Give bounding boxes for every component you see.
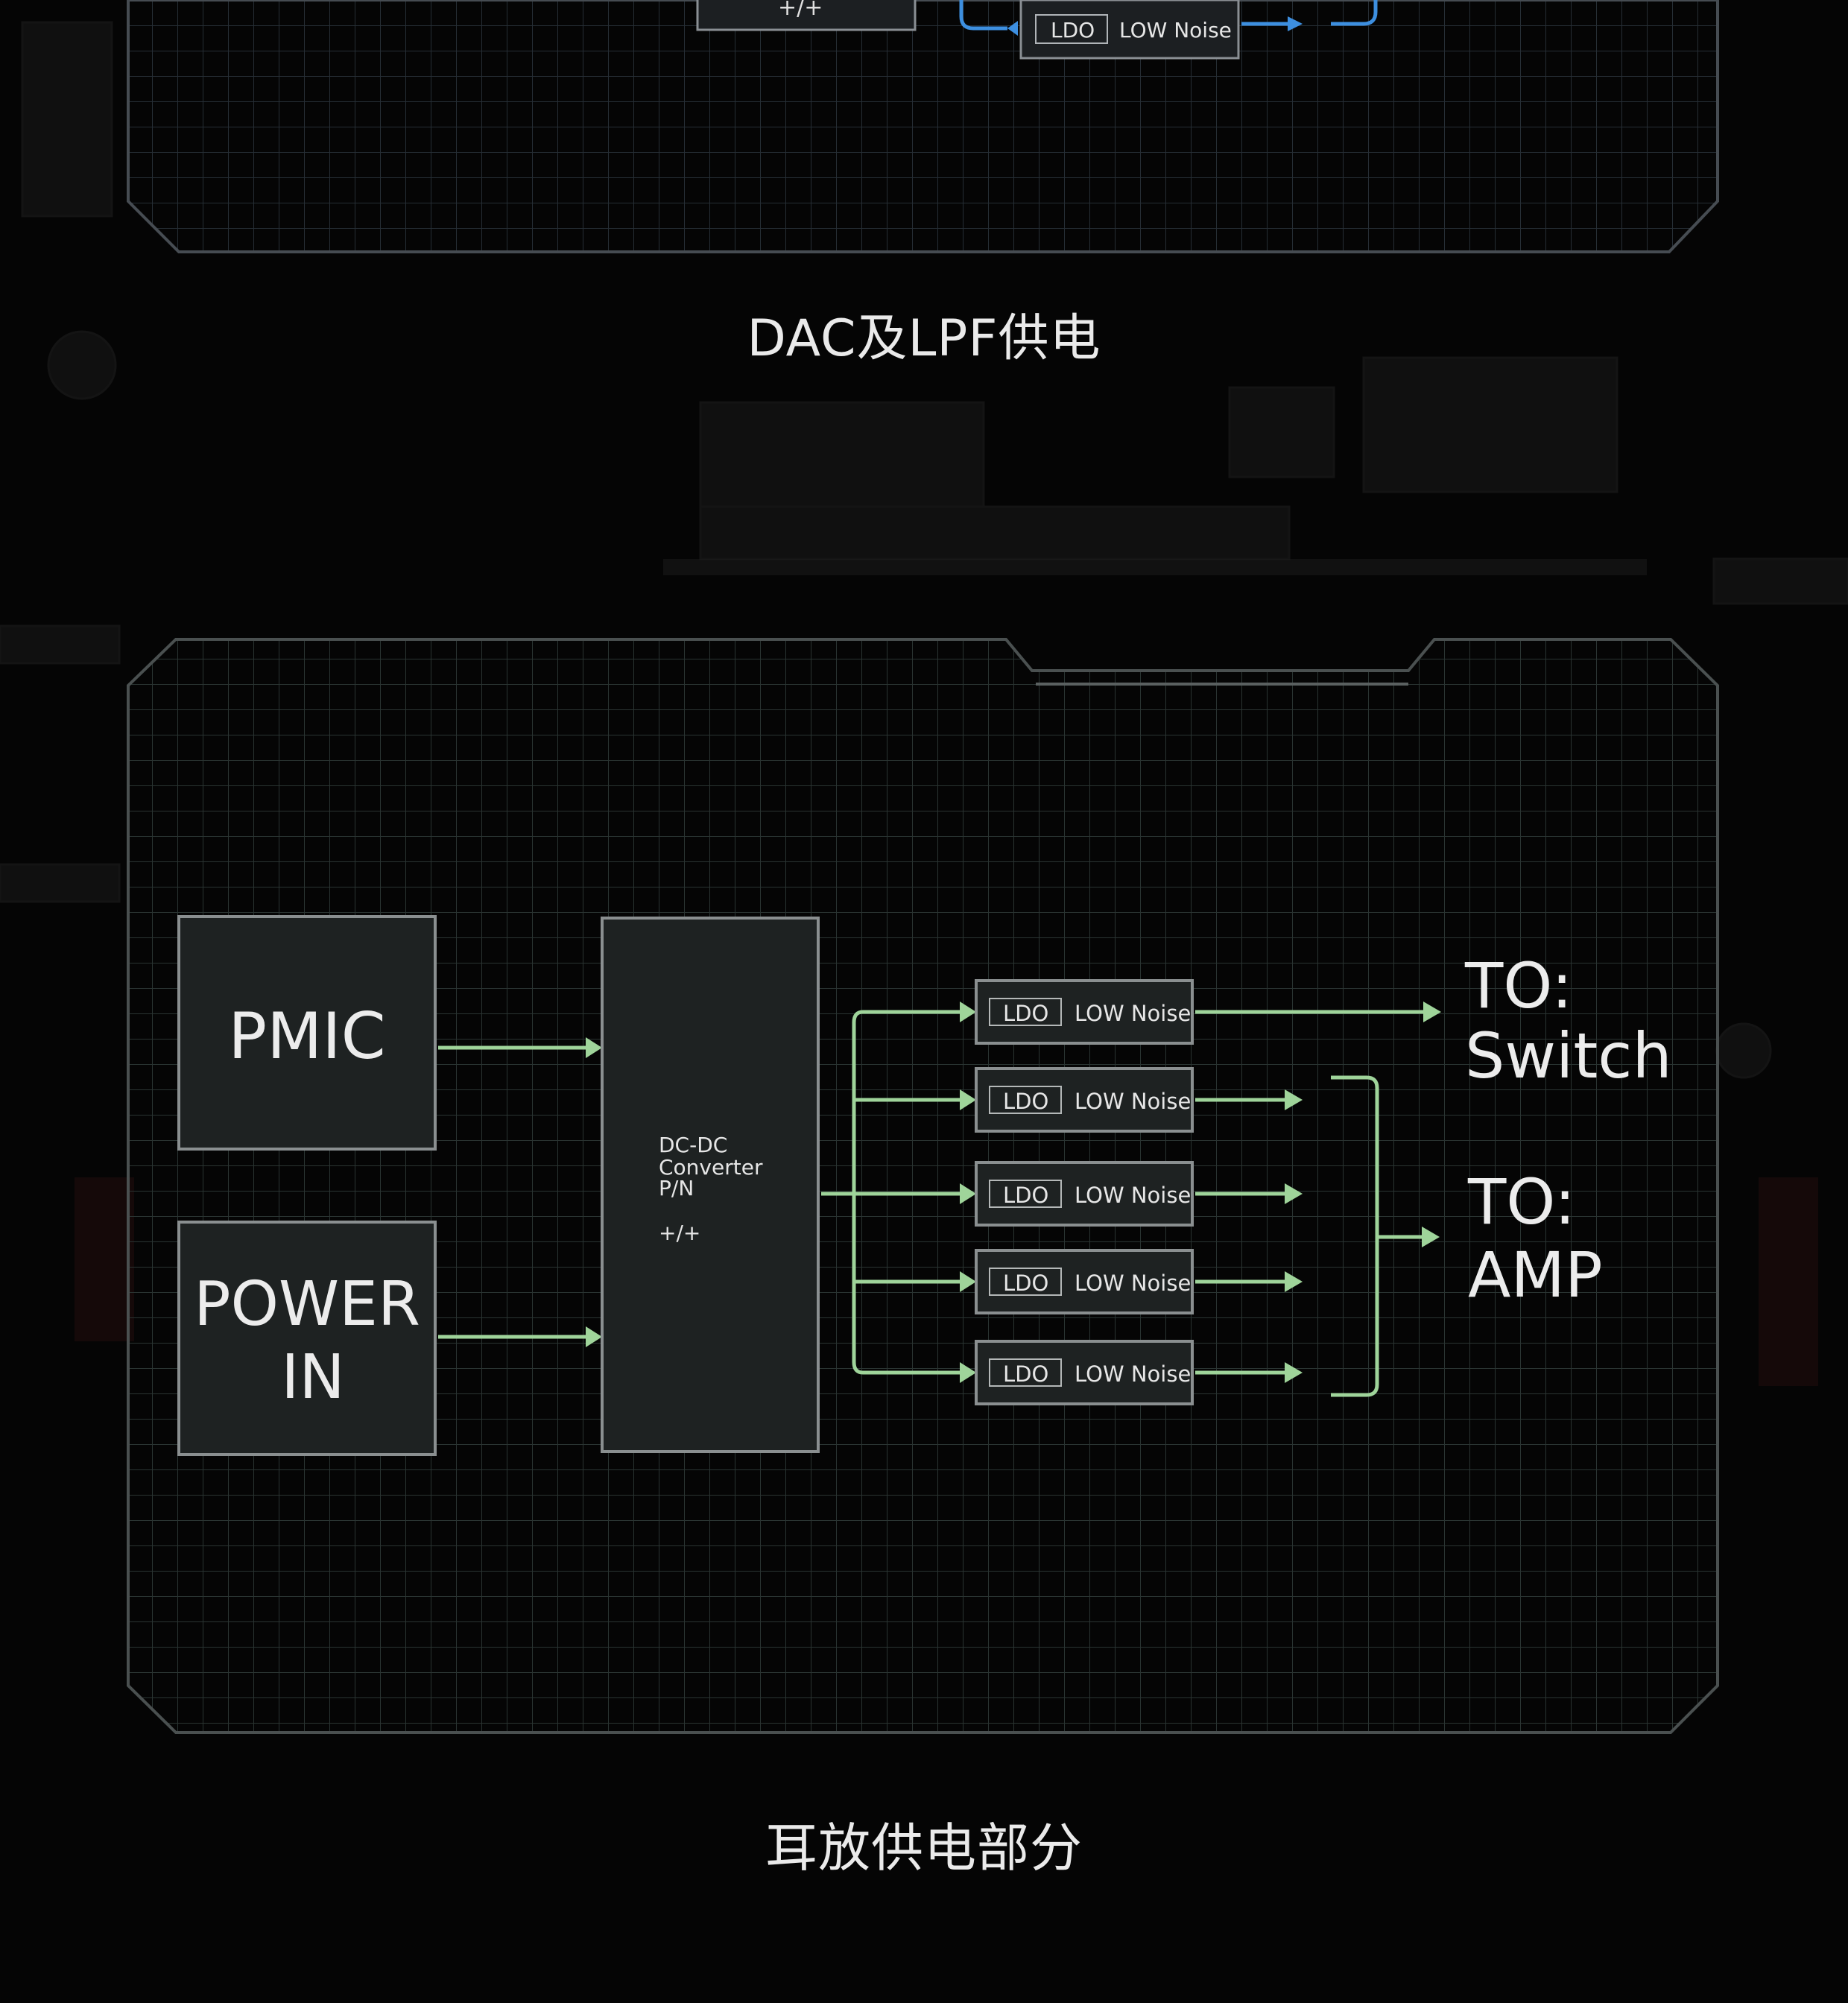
ldo-label: LOW Noise bbox=[1075, 1089, 1191, 1114]
ldo-output-arrow-head bbox=[1285, 1362, 1303, 1383]
top-converter-block bbox=[696, 0, 917, 31]
converter-line1: DC-DC bbox=[659, 1133, 727, 1157]
ldo-tag-box bbox=[989, 998, 1062, 1026]
pmic-label: PMIC bbox=[228, 999, 385, 1074]
caption-dac-lpf: DAC及LPF供电 bbox=[747, 309, 1101, 368]
ldo-label: LOW Noise bbox=[1075, 1001, 1191, 1026]
ldo-input-arrow-head bbox=[960, 1002, 976, 1022]
to-amp-line2: AMP bbox=[1468, 1238, 1603, 1311]
to-switch-line2: Switch bbox=[1465, 1019, 1672, 1092]
main-panel-frame bbox=[127, 638, 1719, 1734]
ldo-tag-box bbox=[989, 1180, 1062, 1208]
ldo-input-arrow-head bbox=[960, 1183, 976, 1204]
ldo-label: LOW Noise bbox=[1075, 1361, 1191, 1387]
top-panel-frame bbox=[127, 0, 1719, 253]
to-switch-line1: TO: bbox=[1464, 949, 1572, 1022]
pmic-block bbox=[177, 915, 437, 1151]
top-ldo-label: LOW Noise bbox=[1119, 18, 1232, 42]
top-ldo-tag-box bbox=[1035, 14, 1108, 44]
ldo-label: LOW Noise bbox=[1075, 1271, 1191, 1296]
ldo-input-arrow-head bbox=[960, 1089, 976, 1110]
power-in-label-line2: IN bbox=[281, 1342, 345, 1413]
top-left-bracket bbox=[959, 0, 1007, 31]
input-arrows bbox=[438, 1045, 587, 1339]
ldo-tag: LDO bbox=[1003, 1001, 1048, 1026]
ldo-block bbox=[975, 979, 1194, 1045]
pmic-arrow-head bbox=[586, 1037, 602, 1058]
ldo-tag-box bbox=[989, 1358, 1062, 1387]
top-converter-pn-text: +/+ bbox=[778, 0, 823, 21]
ldo-output-arrow-head bbox=[1285, 1089, 1303, 1110]
converter-line3: P/N bbox=[659, 1176, 694, 1200]
ldo-tag: LDO bbox=[1003, 1089, 1048, 1114]
ldo-tag-box bbox=[989, 1086, 1062, 1114]
ldo-tag: LDO bbox=[1003, 1271, 1048, 1296]
ldo-output-arrow-head bbox=[1285, 1183, 1303, 1204]
power-in-label-line1: POWER bbox=[194, 1269, 420, 1340]
ldo-tag: LDO bbox=[1003, 1361, 1048, 1387]
ldo-block bbox=[975, 1161, 1194, 1227]
converter-line4: +/+ bbox=[659, 1221, 700, 1245]
top-right-bracket bbox=[1331, 0, 1378, 26]
ldo-tag-box bbox=[989, 1268, 1062, 1296]
ldo-block bbox=[975, 1340, 1194, 1405]
to-amp-line1: TO: bbox=[1467, 1165, 1575, 1238]
top-arrow-in bbox=[1007, 21, 1018, 36]
caption-headphone-amp-power: 耳放供电部分 bbox=[765, 1817, 1083, 1879]
ldo-input-arrow-head bbox=[960, 1271, 976, 1292]
dcdc-converter-block bbox=[601, 917, 820, 1453]
ldo-block bbox=[975, 1067, 1194, 1133]
ldo-block bbox=[975, 1249, 1194, 1314]
amp-bracket bbox=[1331, 1075, 1379, 1397]
top-ldo-block bbox=[1019, 0, 1240, 60]
ldo-output-arrow-head bbox=[1285, 1271, 1303, 1292]
power-in-block bbox=[177, 1221, 437, 1456]
converter-line2: Converter bbox=[659, 1155, 763, 1180]
ldo-label: LOW Noise bbox=[1075, 1183, 1191, 1208]
ldo-input-arrow-head bbox=[960, 1362, 976, 1383]
top-ldo-tag: LDO bbox=[1051, 18, 1095, 42]
power-in-arrow-head bbox=[586, 1326, 602, 1347]
ldo-tag: LDO bbox=[1003, 1183, 1048, 1208]
